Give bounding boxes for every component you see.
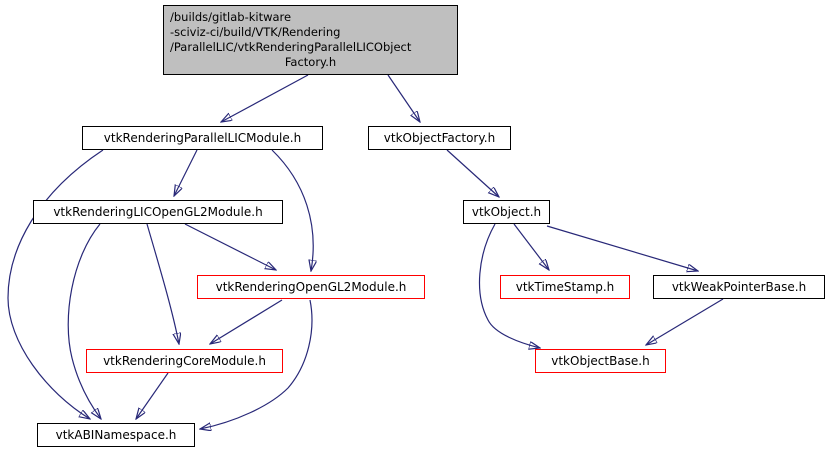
edge-opengl2module-to-coremodule xyxy=(210,299,283,344)
edge-parallellicmodule-to-licopengl2module xyxy=(174,149,198,196)
edge-parallellicmodule-to-abinamespace xyxy=(7,149,104,419)
main-file-name: Factory.h xyxy=(284,55,337,70)
main-file-path: /builds/gitlab-kitware -sciviz-ci/build/… xyxy=(170,9,412,54)
edge-object-to-weakpointerbase xyxy=(546,225,698,271)
node-vtkRenderingParallelLICModule[interactable]: vtkRenderingParallelLICModule.h xyxy=(82,126,323,150)
node-vtkObjectFactory[interactable]: vtkObjectFactory.h xyxy=(368,126,511,150)
node-vtkObject[interactable]: vtkObject.h xyxy=(463,200,550,224)
edge-object-to-timestamp xyxy=(513,223,549,270)
node-vtkRenderingLICOpenGL2Module[interactable]: vtkRenderingLICOpenGL2Module.h xyxy=(33,200,283,224)
node-vtkWeakPointerBase[interactable]: vtkWeakPointerBase.h xyxy=(653,275,825,299)
edge-licopengl2module-to-abinamespace xyxy=(67,223,101,419)
edge-coremodule-to-abinamespace xyxy=(136,372,169,419)
edge-licopengl2module-to-opengl2module xyxy=(184,223,276,270)
node-vtkObjectBase[interactable]: vtkObjectBase.h xyxy=(535,349,666,373)
edge-factory-to-parallellicmodule xyxy=(221,74,309,122)
edge-objectfactory-to-object xyxy=(446,149,499,197)
node-vtkRenderingOpenGL2Module[interactable]: vtkRenderingOpenGL2Module.h xyxy=(197,275,425,299)
edge-factory-to-objectfactory xyxy=(387,74,420,122)
node-vtkTimeStamp[interactable]: vtkTimeStamp.h xyxy=(500,275,630,299)
node-main-file: /builds/gitlab-kitware -sciviz-ci/build/… xyxy=(163,5,458,75)
edge-licopengl2module-to-corem xyxy=(146,223,179,344)
node-vtkRenderingCoreModule[interactable]: vtkRenderingCoreModule.h xyxy=(86,349,283,373)
edge-weakpointerbase-to-objectbase xyxy=(646,298,724,345)
node-vtkABINamespace[interactable]: vtkABINamespace.h xyxy=(37,423,195,447)
